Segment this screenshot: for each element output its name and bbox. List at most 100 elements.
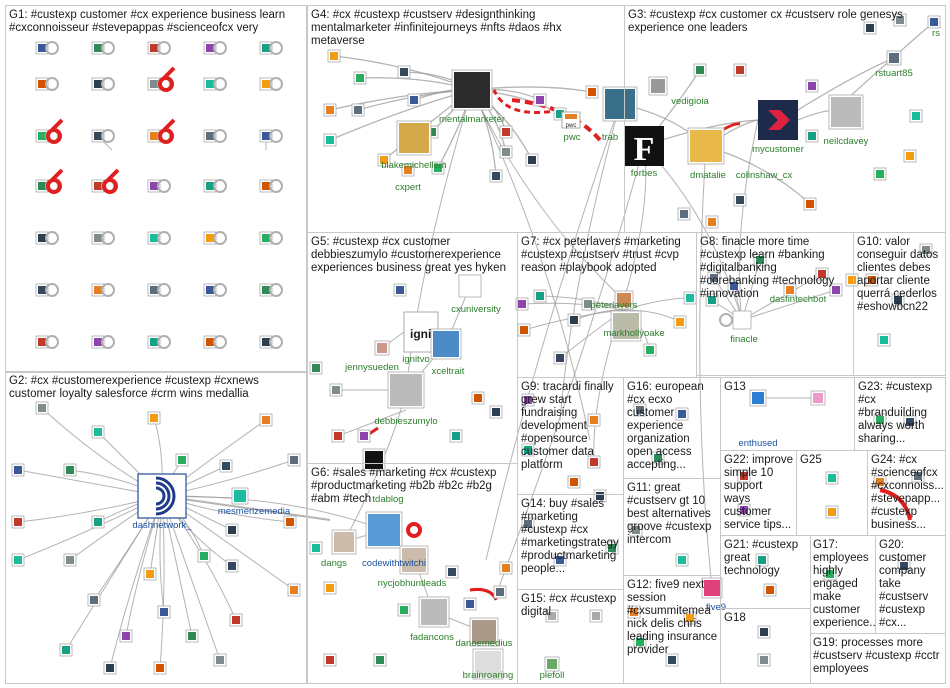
g4-node-8[interactable] bbox=[533, 93, 547, 107]
misc-node-6[interactable] bbox=[825, 471, 839, 485]
g4-node-10[interactable] bbox=[585, 85, 599, 99]
g16-node-4[interactable] bbox=[587, 455, 601, 469]
g4-node-13[interactable] bbox=[323, 133, 337, 147]
g1-node-11[interactable] bbox=[91, 129, 105, 143]
g7-node-3[interactable] bbox=[567, 313, 581, 327]
five9-node[interactable] bbox=[701, 577, 723, 599]
g1-node-17[interactable] bbox=[147, 179, 161, 193]
g1-node-20[interactable] bbox=[35, 231, 49, 245]
g1-node-13[interactable] bbox=[203, 129, 217, 143]
g1-node-0[interactable] bbox=[35, 41, 49, 55]
g5-node-6[interactable] bbox=[489, 405, 503, 419]
g14-node-0[interactable] bbox=[521, 517, 535, 531]
g2-node-14[interactable] bbox=[63, 553, 77, 567]
g3-node-3[interactable] bbox=[805, 129, 819, 143]
g1-node-1[interactable] bbox=[91, 41, 105, 55]
g4-node-0[interactable] bbox=[327, 49, 341, 63]
misc-node-4[interactable] bbox=[757, 625, 771, 639]
plefoll-node[interactable] bbox=[544, 656, 560, 672]
fadancons-node[interactable] bbox=[418, 596, 450, 628]
g2-node-11[interactable] bbox=[91, 515, 105, 529]
g10-node-4[interactable] bbox=[845, 273, 859, 287]
g8-node-4[interactable] bbox=[829, 283, 843, 297]
g2-node-24[interactable] bbox=[119, 629, 133, 643]
g9-node-3[interactable] bbox=[593, 489, 607, 503]
g11-12-node-5[interactable] bbox=[627, 605, 641, 619]
g11-12-node-4[interactable] bbox=[665, 653, 679, 667]
g1-node-28[interactable] bbox=[203, 283, 217, 297]
g4-node-12[interactable] bbox=[499, 145, 513, 159]
mycustomer-node[interactable] bbox=[758, 100, 798, 140]
g11-12-node-1[interactable] bbox=[675, 553, 689, 567]
g16-node-0[interactable] bbox=[587, 413, 601, 427]
g1-node-24[interactable] bbox=[259, 231, 273, 245]
misc-node-7[interactable] bbox=[825, 505, 839, 519]
dashnetwork-node[interactable] bbox=[137, 473, 187, 519]
debbieszumylo-node[interactable] bbox=[387, 371, 425, 409]
g2-node-13[interactable] bbox=[225, 523, 239, 537]
brainroaring-node[interactable] bbox=[472, 648, 504, 680]
g1-node-25[interactable] bbox=[35, 283, 49, 297]
misc-node-0[interactable] bbox=[737, 469, 751, 483]
g8-node-5[interactable] bbox=[705, 293, 719, 307]
g3-node-9[interactable] bbox=[873, 167, 887, 181]
g10-node-0[interactable] bbox=[865, 273, 879, 287]
g2-node-12[interactable] bbox=[283, 515, 297, 529]
g4-node-14[interactable] bbox=[377, 153, 391, 167]
g11-12-node-2[interactable] bbox=[683, 611, 697, 625]
g3-node-6[interactable] bbox=[893, 13, 907, 27]
g6-node-4[interactable] bbox=[499, 561, 513, 575]
misc-node-3[interactable] bbox=[763, 583, 777, 597]
g1-node-6[interactable] bbox=[91, 77, 105, 91]
g8-node-2[interactable] bbox=[753, 253, 767, 267]
g2-node-22[interactable] bbox=[185, 629, 199, 643]
g2-node-19[interactable] bbox=[287, 583, 301, 597]
g1-node-26[interactable] bbox=[91, 283, 105, 297]
g2-node-21[interactable] bbox=[157, 605, 171, 619]
g1-node-29[interactable] bbox=[259, 283, 273, 297]
misc-node-11[interactable] bbox=[911, 469, 925, 483]
g6-node-8[interactable] bbox=[323, 653, 337, 667]
g9-node-0[interactable] bbox=[521, 393, 535, 407]
markhollyoake-node[interactable] bbox=[610, 310, 642, 342]
g3-node-1[interactable] bbox=[733, 63, 747, 77]
g1-node-31[interactable] bbox=[91, 335, 105, 349]
g5-node-1[interactable] bbox=[309, 361, 323, 375]
g5-node-3[interactable] bbox=[357, 429, 371, 443]
g2-node-9[interactable] bbox=[11, 515, 25, 529]
g10-node-1[interactable] bbox=[891, 293, 905, 307]
g1-node-18[interactable] bbox=[203, 179, 217, 193]
g1-node-8[interactable] bbox=[203, 77, 217, 91]
dasfintechbot-node[interactable] bbox=[783, 283, 797, 297]
g2-node-23[interactable] bbox=[229, 613, 243, 627]
g5-node-5[interactable] bbox=[471, 391, 485, 405]
blakemichellem-node[interactable] bbox=[396, 120, 432, 156]
codewithtwitchi-node[interactable] bbox=[365, 511, 403, 549]
g6-node-5[interactable] bbox=[493, 585, 507, 599]
g2-node-2[interactable] bbox=[147, 411, 161, 425]
misc-node-8[interactable] bbox=[823, 567, 837, 581]
finacle-node[interactable] bbox=[732, 310, 752, 330]
mesmerizemedia-node[interactable] bbox=[231, 487, 249, 505]
g11-12-node-0[interactable] bbox=[629, 523, 643, 537]
tdablog-node[interactable] bbox=[362, 448, 386, 472]
g11-12-node-3[interactable] bbox=[633, 635, 647, 649]
g7-node-4[interactable] bbox=[581, 297, 595, 311]
g5-node-2[interactable] bbox=[331, 429, 345, 443]
g1-node-12[interactable] bbox=[147, 129, 161, 143]
g8-node-3[interactable] bbox=[815, 267, 829, 281]
rs-node[interactable] bbox=[927, 15, 941, 29]
g2-node-3[interactable] bbox=[175, 453, 189, 467]
g1-node-33[interactable] bbox=[203, 335, 217, 349]
g13-node-b[interactable] bbox=[810, 390, 826, 406]
misc-node-10[interactable] bbox=[873, 475, 887, 489]
g8-node-0[interactable] bbox=[707, 271, 721, 285]
g2-node-5[interactable] bbox=[259, 413, 273, 427]
g2-node-1[interactable] bbox=[91, 425, 105, 439]
g15-node-a[interactable] bbox=[589, 609, 603, 623]
vedigioia-node[interactable] bbox=[648, 76, 668, 96]
g1-node-30[interactable] bbox=[35, 335, 49, 349]
dmatalie-node[interactable] bbox=[687, 127, 725, 165]
g2-node-4[interactable] bbox=[219, 459, 233, 473]
g7-node-1[interactable] bbox=[533, 289, 547, 303]
